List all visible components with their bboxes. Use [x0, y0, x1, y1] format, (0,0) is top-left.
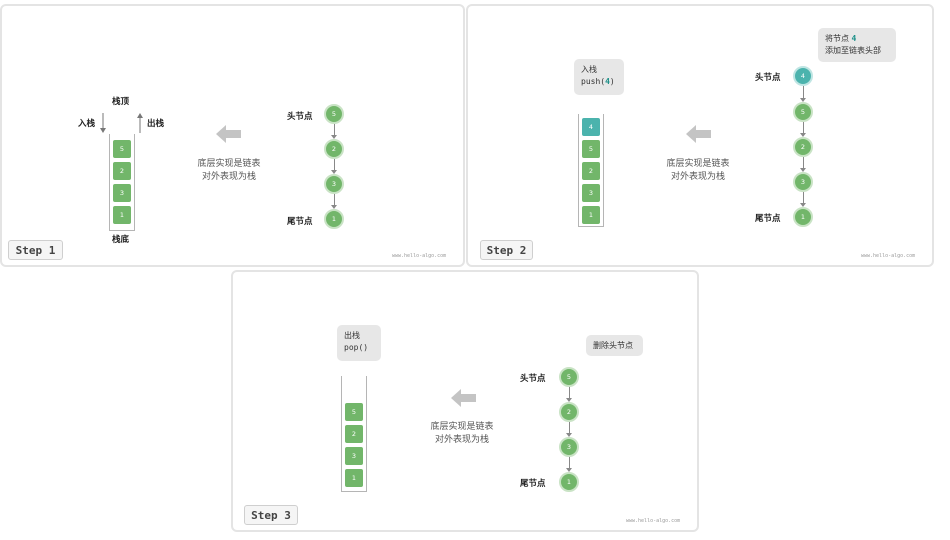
list-link — [334, 159, 335, 171]
list-node: 2 — [559, 402, 579, 422]
step-2-button[interactable]: Step 2 — [480, 240, 533, 260]
stack-container — [578, 114, 604, 227]
panel-step-2: 入栈 push(4) 4 5 2 3 1 底层实现是链表 对外表现为栈 将节点 … — [466, 4, 934, 267]
push-arrow-icon — [100, 113, 106, 133]
note-line-1: 将节点 4 — [825, 34, 857, 43]
pop-callout: 出栈 pop() — [337, 325, 381, 361]
add-head-note: 将节点 4 添加至链表头部 — [818, 28, 896, 62]
tail-node-label: 尾节点 — [287, 217, 313, 227]
stack-top-label: 栈顶 — [112, 97, 130, 107]
list-link — [803, 192, 804, 204]
middle-line-1: 底层实现是链表 — [197, 159, 261, 169]
middle-line-1: 底层实现是链表 — [430, 422, 494, 432]
note-line-2: 添加至链表头部 — [825, 46, 881, 55]
list-link — [569, 387, 570, 399]
head-node-label: 头节点 — [287, 112, 313, 122]
stack-cell: 5 — [113, 140, 131, 158]
list-link — [803, 157, 804, 169]
pop-label: 出栈 — [147, 119, 165, 129]
middle-line-2: 对外表现为栈 — [434, 435, 489, 445]
stack-cell: 2 — [582, 162, 600, 180]
list-link — [569, 457, 570, 469]
stack-cell: 1 — [113, 206, 131, 224]
list-node: 5 — [793, 102, 813, 122]
head-node-label: 头节点 — [755, 73, 781, 83]
middle-line-1: 底层实现是链表 — [666, 159, 730, 169]
remove-head-note: 删除头节点 — [586, 335, 643, 356]
middle-line-2: 对外表现为栈 — [670, 172, 725, 182]
watermark: www.hello-algo.com — [861, 253, 916, 259]
list-link — [803, 122, 804, 134]
stack-cell: 3 — [582, 184, 600, 202]
list-node: 2 — [793, 137, 813, 157]
list-link-arrow — [800, 98, 806, 102]
middle-text: 底层实现是链表 对外表现为栈 — [653, 158, 743, 184]
list-link — [569, 422, 570, 434]
panel-step-3: 出栈 pop() 5 2 3 1 底层实现是链表 对外表现为栈 删除头节点 头节… — [231, 270, 699, 532]
push-callout-title: 入栈 — [581, 65, 597, 74]
list-node: 3 — [559, 437, 579, 457]
list-link-arrow — [800, 203, 806, 207]
stack-cell: 2 — [113, 162, 131, 180]
pop-callout-title: 出栈 — [344, 331, 360, 340]
step-1-button[interactable]: Step 1 — [8, 240, 63, 260]
list-node: 5 — [324, 104, 344, 124]
list-link-arrow — [331, 205, 337, 209]
pop-arrow-icon — [137, 113, 143, 133]
stack-container — [341, 376, 367, 492]
left-arrow-icon — [686, 125, 711, 143]
pop-callout-code: pop() — [344, 343, 369, 352]
left-arrow-icon — [451, 389, 476, 407]
note-text: 删除头节点 — [593, 341, 633, 350]
list-link-arrow — [566, 468, 572, 472]
stack-cell: 2 — [345, 425, 363, 443]
list-link — [334, 194, 335, 206]
panel-step-1: 栈顶 入栈 出栈 5 2 3 1 栈底 底层实现是链表 对外表现为栈 头节点 5… — [0, 4, 465, 267]
push-callout: 入栈 push(4) — [574, 59, 624, 95]
watermark: www.hello-algo.com — [626, 518, 681, 524]
stack-cell-new: 4 — [582, 118, 600, 136]
push-callout-code: push(4) — [581, 77, 615, 86]
list-node: 3 — [793, 172, 813, 192]
tail-node-label: 尾节点 — [755, 214, 781, 224]
push-label: 入栈 — [78, 119, 96, 129]
list-link-arrow — [800, 168, 806, 172]
stack-cell: 1 — [345, 469, 363, 487]
middle-text: 底层实现是链表 对外表现为栈 — [184, 158, 274, 184]
step-3-button[interactable]: Step 3 — [244, 505, 298, 525]
list-link-arrow — [800, 133, 806, 137]
list-node: 5 — [559, 367, 579, 387]
list-node-new: 4 — [793, 66, 813, 86]
head-node-label: 头节点 — [520, 374, 546, 384]
tail-node-label: 尾节点 — [520, 479, 546, 489]
stack-cell: 1 — [582, 206, 600, 224]
stack-container — [109, 134, 135, 231]
stack-cell: 5 — [345, 403, 363, 421]
list-link-arrow — [566, 398, 572, 402]
middle-line-2: 对外表现为栈 — [201, 172, 256, 182]
watermark: www.hello-algo.com — [392, 253, 447, 259]
list-node: 1 — [324, 209, 344, 229]
stack-cell: 3 — [113, 184, 131, 202]
list-link-arrow — [566, 433, 572, 437]
list-node: 2 — [324, 139, 344, 159]
stack-cell: 3 — [345, 447, 363, 465]
list-link — [803, 86, 804, 99]
middle-text: 底层实现是链表 对外表现为栈 — [417, 421, 507, 447]
list-link — [334, 124, 335, 136]
stack-cell: 5 — [582, 140, 600, 158]
stack-bottom-label: 栈底 — [112, 235, 130, 245]
left-arrow-icon — [216, 125, 241, 143]
list-link-arrow — [331, 135, 337, 139]
list-node: 1 — [559, 472, 579, 492]
list-node: 3 — [324, 174, 344, 194]
list-node: 1 — [793, 207, 813, 227]
list-link-arrow — [331, 170, 337, 174]
